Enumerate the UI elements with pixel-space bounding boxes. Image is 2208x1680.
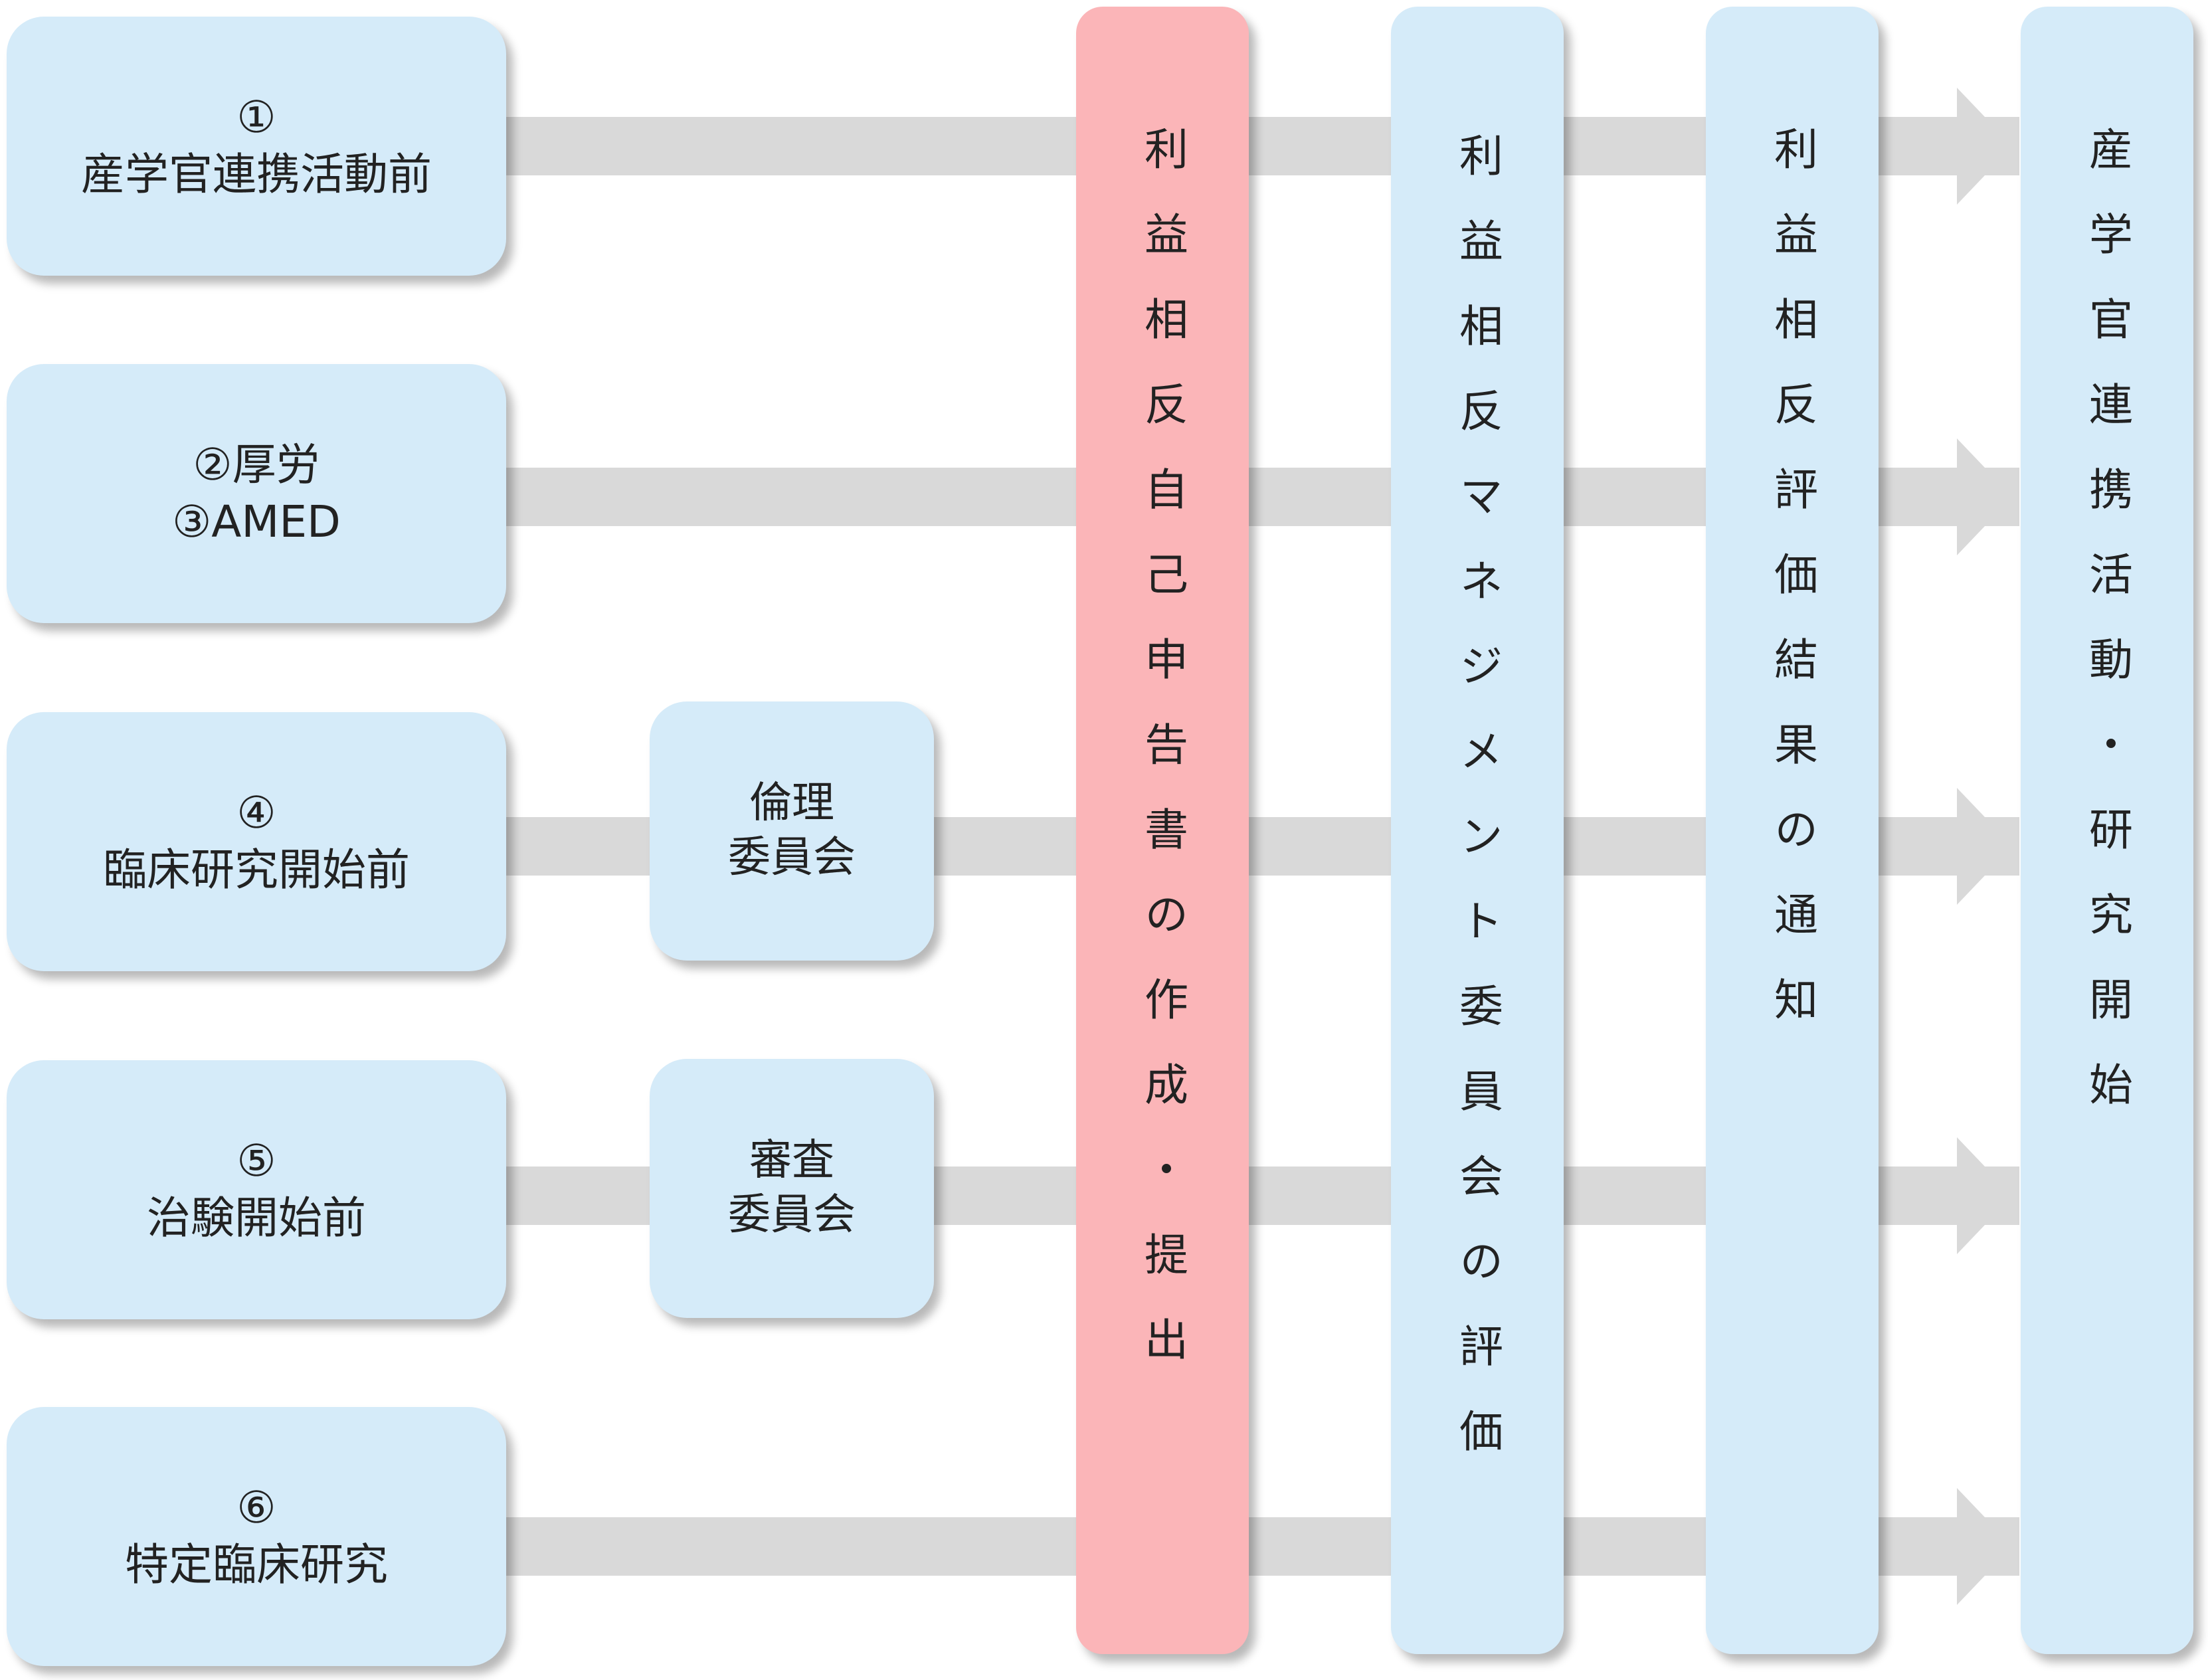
step-column-committee-evaluation: 利益相反マネジメント委員会の評価 <box>1391 7 1564 1654</box>
source-box-2-line-1: ②厚労 <box>193 439 320 491</box>
committee-box-ethics: 倫理 委員会 <box>650 701 934 961</box>
source-box-3-label: 臨床研究開始前 <box>103 844 410 895</box>
source-box-5-label: 特定臨床研究 <box>125 1539 388 1590</box>
source-box-1-number: ① <box>236 92 276 143</box>
flow-arrowhead-5 <box>1957 1488 2013 1605</box>
flow-arrowhead-2 <box>1957 438 2013 555</box>
committee-box-review: 審査 委員会 <box>650 1059 934 1318</box>
step-column-result-notice-text: 利益相反評価結果の通知 <box>1767 126 1818 1062</box>
flow-arrowhead-4 <box>1957 1137 2013 1254</box>
step-column-committee-evaluation-text: 利益相反マネジメント委員会の評価 <box>1452 133 1503 1493</box>
step-column-activity-start: 産学官連携活動・研究開始 <box>2021 7 2193 1654</box>
source-box-3-number: ④ <box>236 787 276 839</box>
step-column-self-declaration: 利益相反自己申告書の作成・提出 <box>1076 7 1249 1654</box>
source-box-3: ④ 臨床研究開始前 <box>7 712 506 971</box>
step-column-self-declaration-text: 利益相反自己申告書の作成・提出 <box>1137 126 1188 1402</box>
flow-arrowhead-1 <box>1957 88 2013 205</box>
source-box-5: ⑥ 特定臨床研究 <box>7 1407 506 1666</box>
committee-box-ethics-line-2: 委員会 <box>728 833 856 882</box>
step-column-activity-start-text: 産学官連携活動・研究開始 <box>2082 126 2133 1147</box>
source-box-1-label: 産学官連携活動前 <box>81 149 432 200</box>
source-box-5-number: ⑥ <box>236 1482 276 1534</box>
step-column-result-notice: 利益相反評価結果の通知 <box>1706 7 1879 1654</box>
source-box-2-line-2: ③AMED <box>172 496 341 547</box>
flow-arrowhead-3 <box>1957 788 2013 905</box>
source-box-2: ②厚労 ③AMED <box>7 364 506 623</box>
committee-box-review-line-2: 委員会 <box>728 1190 856 1240</box>
source-box-1: ① 産学官連携活動前 <box>7 17 506 276</box>
committee-box-ethics-line-1: 倫理 <box>749 779 834 828</box>
committee-box-review-line-1: 審査 <box>749 1136 834 1186</box>
source-box-4-label: 治験開始前 <box>147 1192 366 1244</box>
source-box-4: ⑤ 治験開始前 <box>7 1060 506 1319</box>
source-box-4-number: ⑤ <box>236 1135 276 1187</box>
